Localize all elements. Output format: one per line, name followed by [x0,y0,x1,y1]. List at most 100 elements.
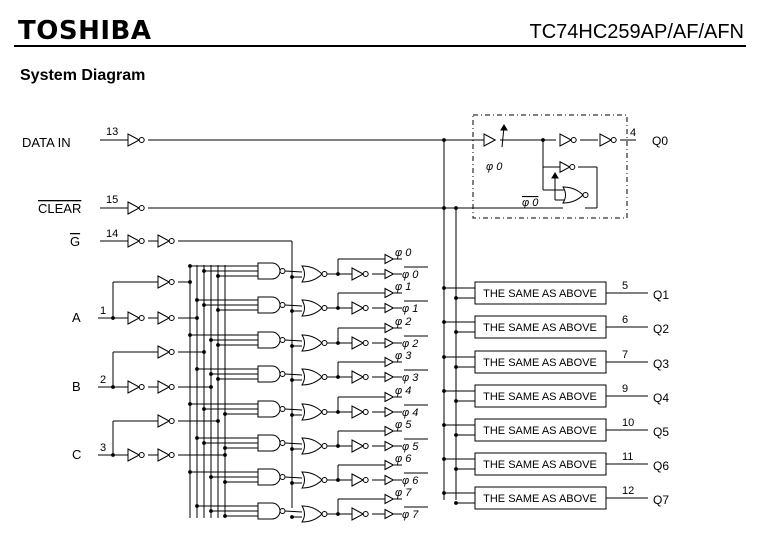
junction-dot [195,436,199,440]
buffer-gate [384,493,395,505]
inverter-bubble [138,315,145,321]
nand-bubble [279,406,286,412]
clear-label: CLEAR [38,201,81,216]
buffer-gate [384,508,395,520]
junction-dot [336,410,340,414]
junction-dot [290,515,294,519]
buffer-gate [351,370,365,384]
buffer-gate [157,311,171,325]
junction-dot [188,470,192,474]
buffer-gate [157,414,171,428]
inverter-bubble [570,137,577,143]
phi-1-label: φ 1 [395,281,411,293]
nand-gate [257,468,281,486]
junction-dot [111,316,115,320]
junction-dot [454,467,458,471]
nor-gate [301,334,323,352]
part-number: TC74HC259AP/AF/AFN [529,21,744,43]
junction-dot [290,309,294,313]
pin-label: 12 [622,485,634,497]
junction-dot [442,286,446,290]
junction-dot [442,320,446,324]
nor-bubble [321,271,328,277]
junction-dot [223,412,227,416]
pin-15-label: 15 [106,194,118,206]
buffer-gate [384,322,395,334]
buffer-gate [384,302,395,314]
junction-dot [216,274,220,278]
wire [284,408,303,411]
phi-bar-5-label: φ 5 [402,441,419,453]
inverter-bubble [362,477,369,483]
same-as-above-block [474,315,607,339]
wire [284,270,303,273]
inverter-bubble [362,409,369,415]
buffer-gate [127,448,141,462]
junction-dot [188,402,192,406]
buffer-gate [559,133,573,147]
junction-dot [209,385,213,389]
nand-gate [257,400,281,418]
junction-dot [290,275,294,279]
junction-dot [336,512,340,516]
junction-dot [442,423,446,427]
buffer-gate [127,133,141,147]
same-as-above-block [474,384,607,408]
junction-dot [454,433,458,437]
nor-bubble [321,374,328,380]
same-as-above-block [474,452,607,476]
junction-dot [442,138,446,142]
junction-dot [454,399,458,403]
inverter-bubble [168,349,175,355]
nor-bubble [321,340,328,346]
buffer-gate [384,425,395,437]
inverter-bubble [362,271,369,277]
buffer-gate [384,406,395,418]
nor-gate [301,368,323,386]
inverter-bubble [138,384,145,390]
buffer-gate [384,459,395,471]
nand-bubble [279,474,286,480]
pin-label: 5 [622,280,628,292]
phi-0-label: φ 0 [395,247,412,259]
junction-dot [223,453,227,457]
nand-bubble [279,337,286,343]
junction-dot [454,330,458,334]
junction-dot [454,206,458,210]
junction-dot [111,453,115,457]
nor-gate [301,403,323,421]
same-block-label: THE SAME AS ABOVE [483,425,597,437]
phi-bar-1-label: φ 1 [402,303,418,315]
q-output-label: Q2 [653,322,669,336]
junction-dot [209,372,213,376]
junction-dot [290,378,294,382]
latch-phi-bar-label: φ 0 [522,197,539,209]
wire [284,476,303,479]
buffer-gate [384,268,395,280]
buffer-gate [157,275,171,289]
same-block-label: THE SAME AS ABOVE [483,459,597,471]
junction-dot [202,441,206,445]
buffer-gate [384,287,395,299]
junction-dot [223,514,227,518]
q-output-label: Q6 [653,459,669,473]
inverter-bubble [362,305,369,311]
nand-gate [257,434,281,452]
nor-gate [301,437,323,455]
nand-gate [257,262,281,280]
junction-dot [442,355,446,359]
junction-dot [202,407,206,411]
latch-box [472,114,628,219]
phi-bar-6-label: φ 6 [402,475,419,487]
phi-bar-2-label: φ 2 [402,338,418,350]
junction-dot [454,365,458,369]
toshiba-logo: TOSHIBA [18,16,152,46]
buffer-gate [127,201,141,215]
nor-gate [301,265,323,283]
junction-dot [188,280,192,284]
q-output-label: Q3 [653,357,669,371]
junction-dot [336,478,340,482]
inverter-bubble [168,315,175,321]
junction-dot [336,272,340,276]
arrow-head [500,124,508,131]
